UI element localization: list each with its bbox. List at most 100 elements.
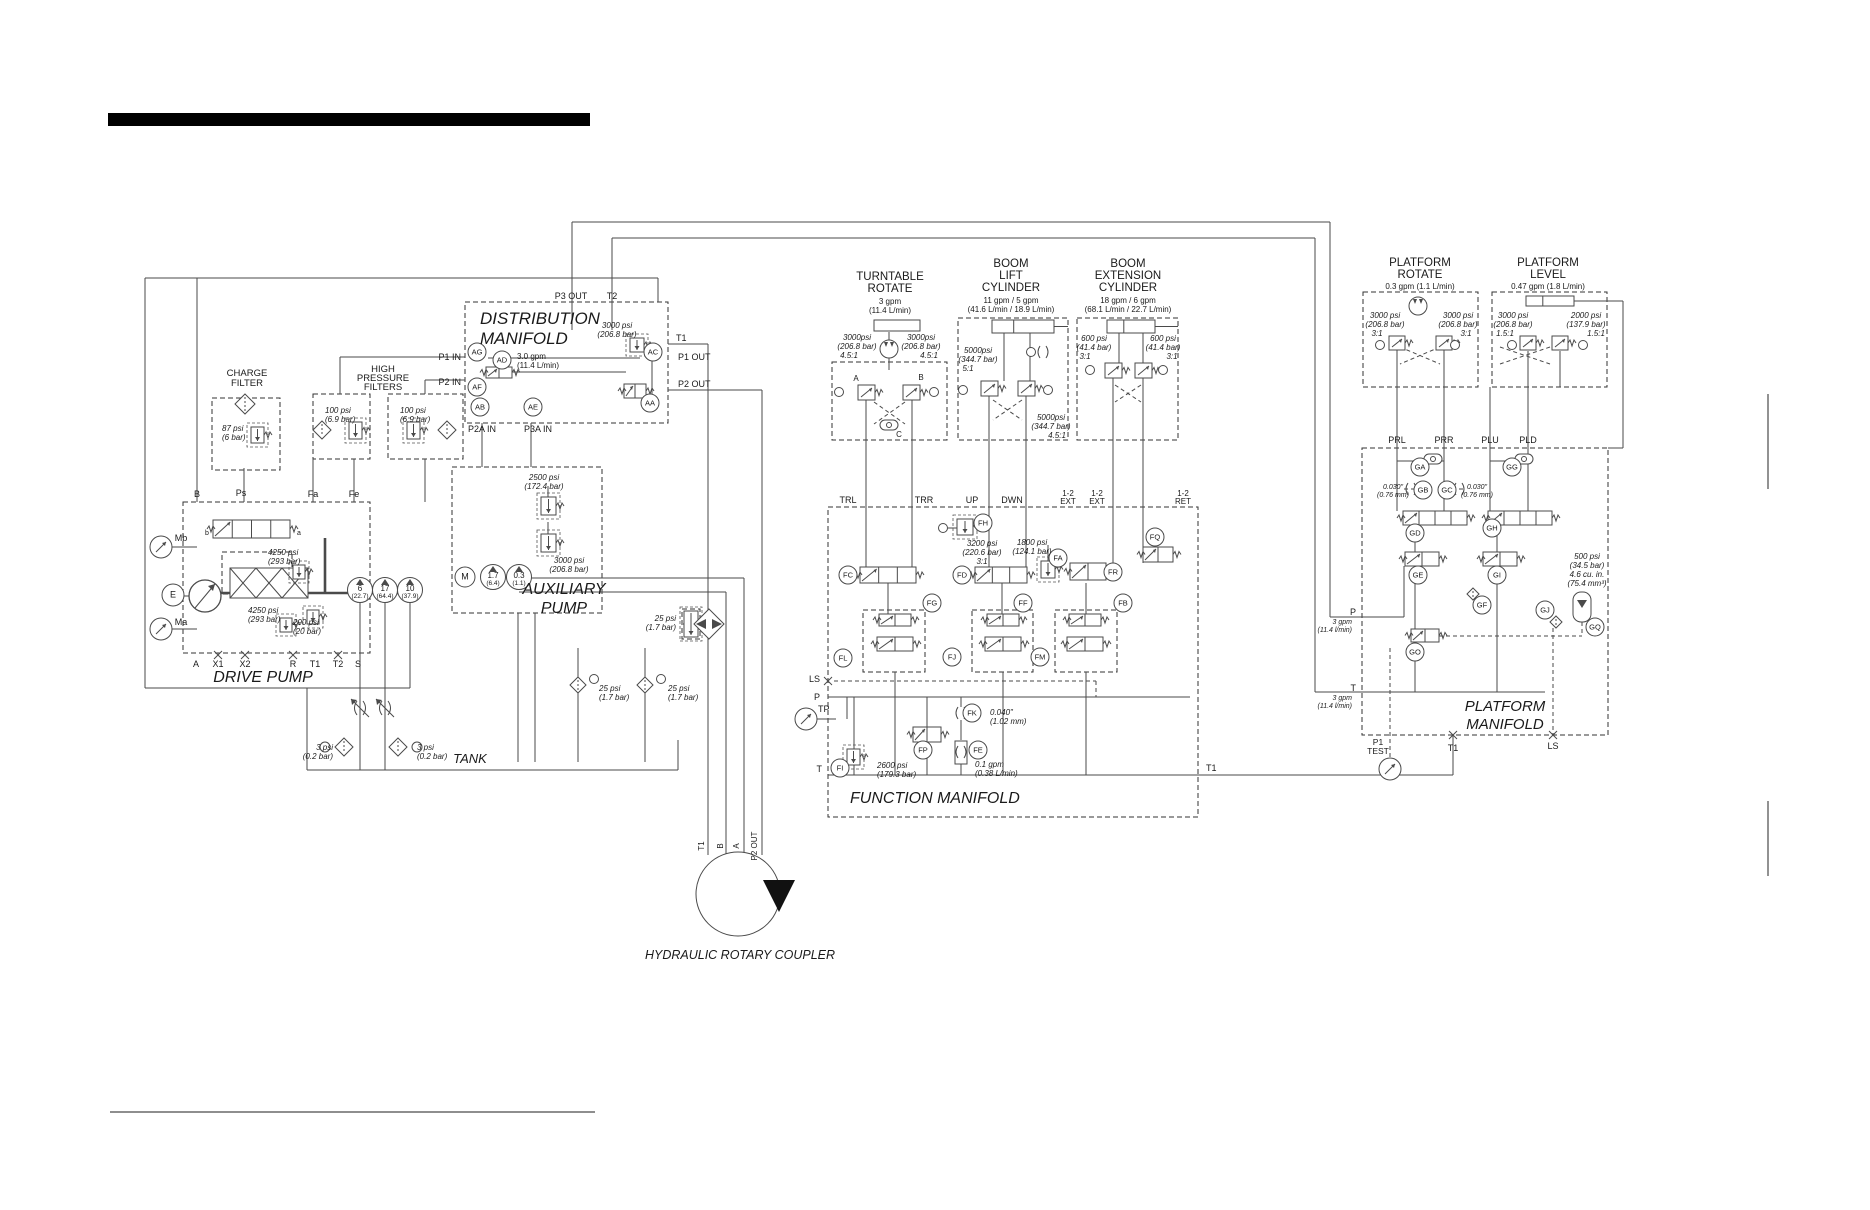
- pump-value-label: 6(22.7): [352, 584, 369, 600]
- cb-spring: [1404, 338, 1414, 348]
- id-bubble-label: FJ: [948, 653, 957, 662]
- id-bubble-label: FI: [837, 764, 844, 773]
- component-boundary-box: [957, 317, 1069, 441]
- valve-spring: [978, 639, 988, 649]
- relief-arrowhead: [283, 626, 289, 630]
- schematic-label: 4.6 cu. in.: [1570, 570, 1605, 579]
- relief-pilot-box: [302, 605, 324, 629]
- id-bubble-label: GG: [1506, 463, 1518, 472]
- port-tick: [288, 650, 298, 660]
- cb-spring: [1121, 366, 1131, 376]
- relief-pilot-box: [402, 417, 425, 444]
- schematic-label: 3000psi: [907, 333, 935, 342]
- valve-arrowhead: [1420, 631, 1423, 635]
- swash-hatch: [229, 567, 257, 599]
- valve-arrow: [861, 568, 877, 582]
- pump-triangle: [381, 579, 389, 585]
- valve-spring: [1396, 513, 1406, 523]
- orifice-icon: [1045, 345, 1049, 359]
- orifice-icon: [963, 745, 967, 759]
- gauge-needle-head: [162, 542, 166, 546]
- check-valve-icon: [1085, 365, 1095, 375]
- pilot-dashed-line: [873, 401, 906, 425]
- valve-spring: [511, 368, 521, 378]
- pump-triangle: [515, 566, 523, 572]
- schematic-label: (179.3 bar): [877, 770, 916, 779]
- id-bubble-label: GF: [1477, 601, 1488, 610]
- schematic-label: 3000 psi: [1443, 311, 1473, 320]
- needle-arrowhead: [376, 699, 382, 705]
- schematic-label: PLATFORM: [1517, 257, 1579, 269]
- id-bubble: [1585, 617, 1605, 637]
- id-bubble: [962, 703, 982, 723]
- orifice-icon: [1037, 345, 1041, 359]
- valve-spring: [1026, 570, 1036, 580]
- cylinder-icon: [991, 319, 1055, 334]
- schematic-label: T2: [333, 659, 344, 669]
- cylinder-icon: [1525, 295, 1575, 307]
- schematic-label: RET: [1175, 497, 1191, 506]
- schematic-label: 4.5:1: [840, 351, 858, 360]
- schematic-label: (1.02 mm): [990, 717, 1027, 726]
- orifice-icon: [955, 745, 959, 759]
- relief-spring: [555, 538, 565, 548]
- valve-spring: [1020, 639, 1030, 649]
- pump-triangle: [356, 579, 364, 585]
- id-bubble: [523, 397, 543, 417]
- schematic-label: 1-2: [1091, 489, 1103, 498]
- cb-arrowhead: [869, 388, 872, 392]
- schematic-label: 4.5:1: [1048, 431, 1066, 440]
- valve-spring: [289, 524, 299, 534]
- schematic-label: 4250 psi: [268, 548, 298, 557]
- valve-spring: [1018, 615, 1028, 625]
- schematic-label: P2 OUT: [678, 379, 711, 389]
- schematic-label: PLD: [1519, 435, 1537, 445]
- relief-pilot-box: [679, 606, 703, 642]
- cb-spring: [1034, 384, 1044, 394]
- schematic-label: X2: [239, 659, 250, 669]
- schematic-label: PLATFORM: [1389, 257, 1451, 269]
- check-valve-icon: [319, 741, 331, 753]
- valve-spring: [1404, 631, 1414, 641]
- schematic-label: FILTER: [231, 378, 263, 389]
- needle-valve-icon: [379, 700, 383, 716]
- schematic-label: (6.9 bar): [325, 415, 356, 424]
- schematic-label: (344.7 bar): [958, 355, 997, 364]
- schematic-label: T1: [1206, 763, 1217, 773]
- schematic-label: (68.1 L/min / 22.7 L/min): [1085, 305, 1172, 314]
- schematic-label: B: [194, 489, 200, 499]
- id-bubble-label: AC: [648, 348, 659, 357]
- schematic-label: TRL: [839, 495, 856, 505]
- schematic-label: (344.7 bar): [1031, 422, 1070, 431]
- id-bubble: [1405, 642, 1425, 662]
- schematic-label: Fa: [308, 489, 319, 499]
- component-boundary-box: [827, 506, 1199, 818]
- id-bubble-label: FL: [839, 654, 848, 663]
- check-valve-icon: [589, 674, 599, 684]
- id-bubble: [973, 513, 993, 533]
- id-bubble: [1487, 565, 1507, 585]
- id-bubble-label: FQ: [1150, 533, 1161, 542]
- relief-arrowhead: [688, 631, 694, 635]
- pilot-dashed-line: [1114, 384, 1142, 403]
- valve-spring: [1136, 550, 1146, 560]
- valve-spring: [1551, 513, 1561, 523]
- cb-spring: [997, 384, 1007, 394]
- id-bubble: [830, 758, 850, 778]
- schematic-label: LS: [809, 674, 820, 684]
- id-bubble-label: FR: [1108, 568, 1119, 577]
- needle-valve-icon: [354, 700, 358, 716]
- id-bubble: [454, 566, 476, 588]
- schematic-label: HIGH: [371, 364, 395, 375]
- cb-arrowhead: [1029, 384, 1032, 388]
- id-bubble-label: FF: [1018, 599, 1028, 608]
- schematic-label: PLATFORM: [1465, 698, 1546, 715]
- component-boundary-box: [1361, 447, 1609, 736]
- schematic-label: 3:1: [1460, 329, 1471, 338]
- schematic-label: T1: [1448, 743, 1459, 753]
- schematic-label: 4250 psi: [248, 606, 278, 615]
- relief-arrowhead: [296, 573, 302, 577]
- schematic-label: 3000 psi: [554, 556, 584, 565]
- gearbox-rect: [873, 319, 921, 332]
